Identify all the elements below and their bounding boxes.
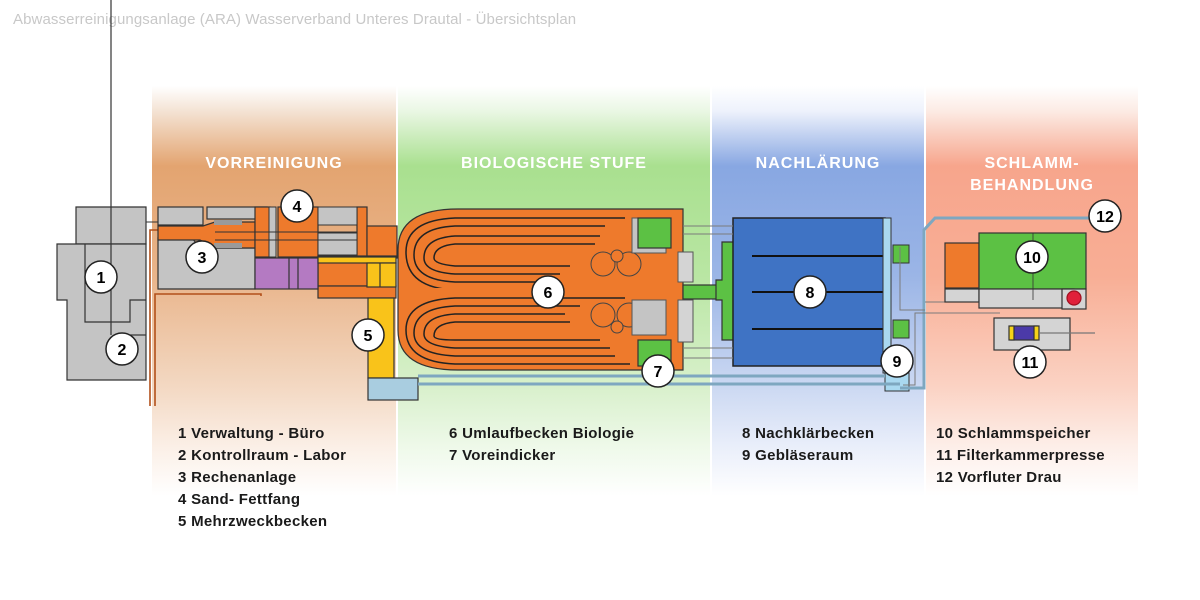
pump-station bbox=[367, 377, 419, 401]
legend-item: 11 Filterkammerpresse bbox=[936, 447, 1105, 464]
legend-item: 4 Sand- Fettfang bbox=[178, 491, 301, 508]
pipe-brown bbox=[149, 229, 262, 406]
legend-item: 5 Mehrzweckbecken bbox=[178, 513, 328, 530]
marker-circle bbox=[1015, 240, 1049, 274]
marker-1[interactable]: 1 bbox=[84, 260, 118, 294]
legend-item: 3 Rechenanlage bbox=[178, 469, 297, 486]
marker-5[interactable]: 5 bbox=[351, 318, 385, 352]
heading-schlamm: SCHLAMM- BEHANDLUNG bbox=[926, 153, 1138, 197]
legend-item: 7 Voreindicker bbox=[449, 447, 556, 464]
marker-label: 12 bbox=[1096, 209, 1114, 226]
legend-item: 1 Verwaltung - Büro bbox=[178, 425, 325, 442]
building-schlammspeicher[interactable] bbox=[944, 232, 1087, 310]
legend-item: 2 Kontrollraum - Labor bbox=[178, 447, 347, 464]
marker-circle bbox=[185, 240, 219, 274]
marker-circle bbox=[880, 344, 914, 378]
marker-label: 1 bbox=[97, 270, 106, 287]
legend-item: 6 Umlaufbecken Biologie bbox=[449, 425, 635, 442]
marker-circle bbox=[641, 354, 675, 388]
heading-biologie: BIOLOGISCHE STUFE bbox=[461, 155, 647, 172]
marker-circle bbox=[1013, 345, 1047, 379]
legend-item: 12 Vorfluter Drau bbox=[936, 469, 1062, 486]
marker-circle bbox=[351, 318, 385, 352]
marker-2[interactable]: 2 bbox=[105, 332, 139, 366]
marker-label: 9 bbox=[893, 354, 902, 371]
machine-room-purple bbox=[254, 257, 319, 290]
marker-label: 3 bbox=[198, 250, 207, 267]
building-verwaltung[interactable] bbox=[56, 0, 147, 381]
marker-label: 2 bbox=[118, 342, 127, 359]
rake-grates bbox=[214, 220, 242, 248]
legend-vorreinigung: 1 Verwaltung - Büro 2 Kontrollraum - Lab… bbox=[178, 423, 346, 533]
marker-10[interactable]: 10 bbox=[1015, 240, 1049, 274]
marker-label: 6 bbox=[544, 285, 553, 302]
marker-11[interactable]: 11 bbox=[1013, 345, 1047, 379]
marker-circle bbox=[84, 260, 118, 294]
marker-9[interactable]: 9 bbox=[880, 344, 914, 378]
marker-label: 7 bbox=[654, 364, 663, 381]
marker-circle bbox=[793, 275, 827, 309]
legend-schlamm: 10 Schlammspeicher 11 Filterkammerpresse… bbox=[936, 423, 1105, 489]
marker-3[interactable]: 3 bbox=[185, 240, 219, 274]
heading-schlamm-line-2: BEHANDLUNG bbox=[970, 177, 1094, 194]
legend-item: 8 Nachklärbecken bbox=[742, 425, 875, 442]
legend-nachklaerung: 8 Nachklärbecken 9 Gebläseraum bbox=[742, 423, 874, 467]
marker-label: 4 bbox=[293, 199, 302, 216]
marker-circle bbox=[1088, 199, 1122, 233]
heading-vorreinigung: VORREINIGUNG bbox=[205, 155, 343, 172]
legend-item: 10 Schlammspeicher bbox=[936, 425, 1091, 442]
marker-circle bbox=[105, 332, 139, 366]
legend-biologie: 6 Umlaufbecken Biologie 7 Voreindicker bbox=[449, 423, 634, 467]
basin-nachklaerbecken[interactable] bbox=[732, 217, 910, 374]
marker-circle bbox=[531, 275, 565, 309]
legend-item: 9 Gebläseraum bbox=[742, 447, 854, 464]
building-filterkammerpresse[interactable] bbox=[993, 317, 1095, 351]
marker-12[interactable]: 12 bbox=[1088, 199, 1122, 233]
marker-8[interactable]: 8 bbox=[793, 275, 827, 309]
marker-4[interactable]: 4 bbox=[280, 189, 314, 223]
heading-schlamm-line-1: SCHLAMM- bbox=[984, 155, 1080, 172]
marker-6[interactable]: 6 bbox=[531, 275, 565, 309]
marker-7[interactable]: 7 bbox=[641, 354, 675, 388]
marker-label: 10 bbox=[1023, 250, 1041, 267]
page-title: Abwasserreinigungsanlage (ARA) Wasserver… bbox=[13, 11, 577, 28]
marker-label: 5 bbox=[364, 328, 373, 345]
marker-label: 11 bbox=[1022, 355, 1039, 372]
marker-label: 8 bbox=[806, 285, 815, 302]
heading-nachklaerung: NACHLÄRUNG bbox=[755, 155, 881, 172]
marker-circle bbox=[280, 189, 314, 223]
